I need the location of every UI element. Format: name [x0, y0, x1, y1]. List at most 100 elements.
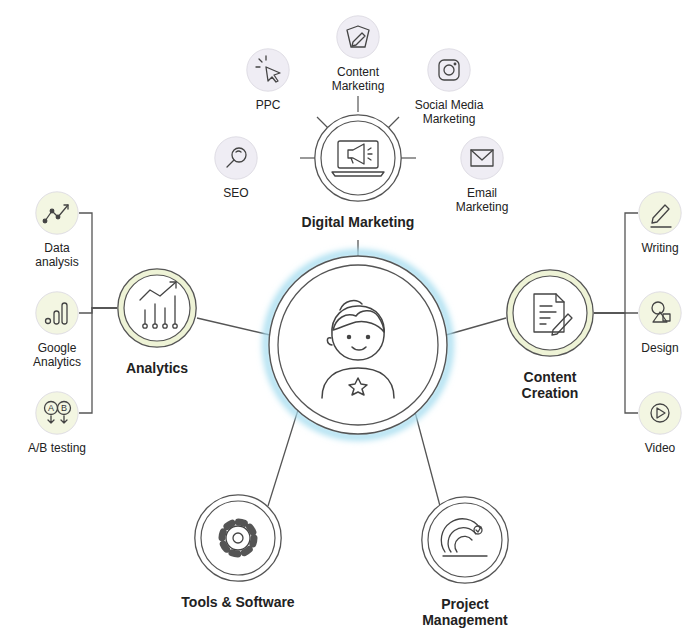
skill-disc: [337, 16, 379, 58]
icon-stroke: [455, 536, 472, 552]
skill-circle: Content Marketing: [336, 15, 380, 59]
outer-ring: [315, 115, 401, 201]
skill-circle: SEO: [214, 136, 258, 180]
circle-outline: [212, 134, 260, 182]
outer-ring: [507, 270, 593, 356]
inner-ring: [428, 503, 502, 577]
icon-stroke: [140, 282, 176, 300]
outer-ring: [422, 497, 508, 583]
skill-label: Content Marketing: [318, 66, 398, 94]
skill-circle: Video: [638, 391, 682, 435]
icon-stroke: [534, 294, 564, 332]
icon-stroke: [170, 282, 176, 288]
icon-stroke: [446, 318, 506, 335]
circle-outline: [636, 289, 684, 337]
icon-stroke: [651, 404, 669, 422]
category-label: Tools & Software: [163, 594, 313, 610]
circle-outline: [425, 46, 473, 94]
skill-disc: [247, 49, 289, 91]
envelope-icon: [471, 150, 493, 166]
icon-stroke: [54, 311, 59, 324]
icon-stroke: [332, 306, 384, 360]
skill-label: Email Marketing: [447, 187, 517, 215]
bracket-connector: [594, 313, 638, 413]
instagram-icon: [439, 60, 459, 80]
target-icon: [441, 519, 487, 556]
laptop-megaphone-icon: [332, 141, 384, 176]
ab-test-icon: [45, 402, 71, 424]
icon-stroke: [653, 312, 667, 322]
icon-stroke: [46, 319, 51, 324]
skill-disc: [36, 392, 78, 434]
circle-outline: [419, 494, 511, 586]
icon-stroke: [266, 67, 280, 82]
icon-stroke: [540, 306, 556, 324]
person-illustration: [322, 301, 394, 398]
circle-outline: [33, 389, 81, 437]
icon-stroke: [43, 26, 671, 556]
icon-stroke: [388, 117, 399, 128]
skill-circle: A/B testing: [35, 391, 79, 435]
skill-label: Google Analytics: [26, 342, 88, 370]
category-circle: Digital Marketing: [314, 114, 402, 202]
shapes-icon: [652, 302, 670, 322]
icon-stroke: [300, 157, 316, 158]
skill-disc: [461, 137, 503, 179]
inner-ring: [513, 276, 587, 350]
category-label: Analytics: [102, 360, 212, 376]
category-circle: Tools & Software: [194, 494, 282, 582]
trend-dots-icon: [43, 205, 68, 223]
circle-outline: [244, 46, 292, 94]
outer-ring: [195, 495, 281, 581]
outer-ring: [118, 269, 196, 347]
skill-disc: [428, 49, 470, 91]
icon-stroke: [317, 117, 328, 128]
icon-stroke: [352, 33, 365, 46]
icon-stroke: [340, 301, 362, 310]
skill-disc: [36, 192, 78, 234]
document-pencil-icon: [534, 294, 572, 335]
circle-outline: [192, 492, 284, 584]
icon-stroke: [232, 148, 246, 162]
circle-outline: [636, 389, 684, 437]
icon-stroke: [349, 378, 367, 395]
icon-stroke: [443, 555, 487, 556]
icon-stroke: [652, 302, 664, 314]
icon-stroke: [471, 150, 493, 166]
category-label: Content Creation: [495, 369, 605, 401]
icon-stroke: [327, 338, 332, 345]
icon-stroke: [348, 144, 364, 164]
icon-stroke: [163, 324, 167, 328]
pencil-icon: [651, 205, 671, 227]
skill-disc: [639, 392, 681, 434]
icon-stroke: [552, 314, 572, 335]
circle-outline: [636, 189, 684, 237]
circle-outline: [312, 112, 404, 204]
bracket-connector: [594, 213, 638, 313]
icon-stroke: [227, 160, 234, 167]
skill-label: PPC: [233, 99, 303, 113]
icon-letter: A: [45, 402, 57, 414]
icon-letter: B: [58, 402, 70, 414]
icon-stroke: [444, 65, 454, 75]
icon-stroke: [233, 533, 243, 543]
icon-stroke: [400, 157, 416, 158]
bracket-connector: [79, 308, 117, 413]
pencil-card-icon: [347, 26, 369, 47]
skill-label: A/B testing: [26, 442, 88, 456]
icon-stroke: [439, 60, 459, 80]
icon-stroke: [268, 410, 298, 506]
category-label: Project Management: [410, 596, 520, 628]
skill-circle: Social Media Marketing: [427, 48, 471, 92]
spoke-lines: [197, 240, 506, 506]
circle-outline: [334, 13, 382, 61]
icon-stroke: [351, 158, 353, 163]
icon-stroke: [368, 148, 372, 160]
icon-stroke: [236, 150, 241, 152]
category-circle: Content Creation: [506, 269, 594, 357]
inner-ring: [201, 501, 275, 575]
bracket-connector: [79, 213, 117, 308]
icon-stroke: [448, 528, 476, 552]
icon-stroke: [58, 402, 71, 415]
